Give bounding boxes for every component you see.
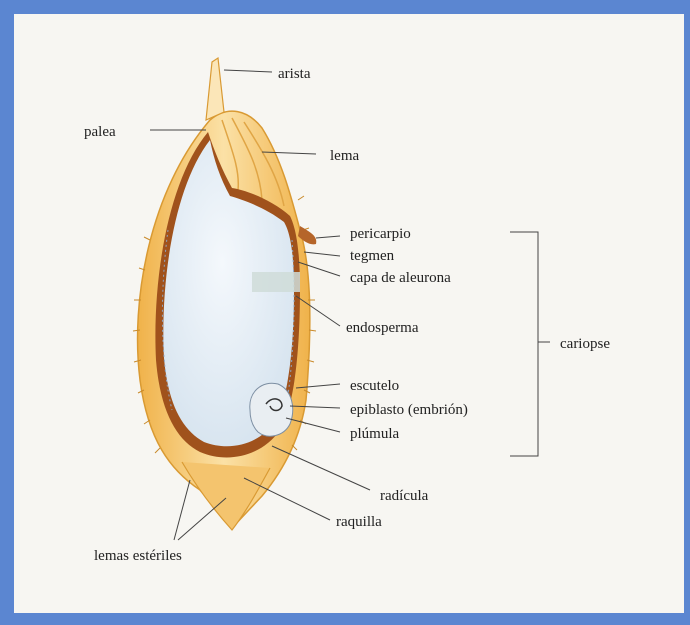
label-escutelo: escutelo: [350, 378, 399, 394]
label-raquilla: raquilla: [336, 514, 382, 530]
label-arista: arista: [278, 66, 311, 82]
embryo-region: [250, 383, 293, 436]
arista-awn: [206, 58, 224, 120]
aleurone-inset: [252, 272, 300, 292]
label-capa-de-aleurona: capa de aleurona: [350, 270, 451, 286]
cariopse-bracket: [510, 232, 550, 456]
label-tegmen: tegmen: [350, 248, 395, 264]
label-plumula: plúmula: [350, 426, 400, 442]
label-endosperma: endosperma: [346, 320, 419, 336]
label-cariopse: cariopse: [560, 336, 610, 352]
label-radicula: radícula: [380, 488, 429, 504]
label-epiblasto: epiblasto (embrión): [350, 402, 468, 418]
label-lema: lema: [330, 148, 359, 164]
label-pericarpio: pericarpio: [350, 226, 411, 242]
label-lemas-esteriles: lemas estériles: [94, 548, 182, 564]
label-palea: palea: [84, 124, 116, 140]
